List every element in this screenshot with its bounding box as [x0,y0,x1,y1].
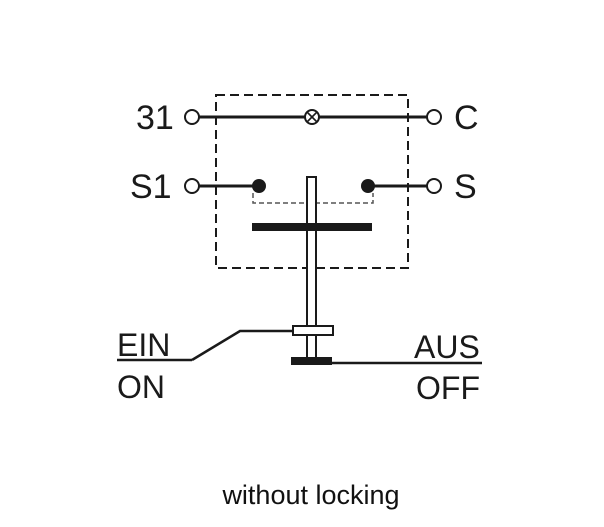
terminal-s1-label: S1 [130,168,172,206]
terminal-31-label: 31 [136,99,174,137]
actuator-lever [191,329,296,362]
contact-bar [252,223,372,231]
on-label: ON [117,369,165,405]
actuator-collar [292,325,334,336]
aus-label: AUS [414,329,480,365]
off-label: OFF [416,370,480,406]
terminal-31-circle [184,109,200,125]
terminal-s1-circle [184,178,200,194]
contact-right-dot [361,179,375,193]
terminal-s-label: S [454,168,477,206]
contact-left-dot [252,179,266,193]
terminal-s-circle [426,178,442,194]
plunger-base [291,357,332,365]
caption: without locking [221,480,399,510]
contact-bridge-dashed [252,193,374,204]
terminal-c-circle [426,109,442,125]
terminal-c-label: C [454,99,479,137]
lamp-icon [304,109,320,125]
ein-label: EIN [117,327,170,363]
